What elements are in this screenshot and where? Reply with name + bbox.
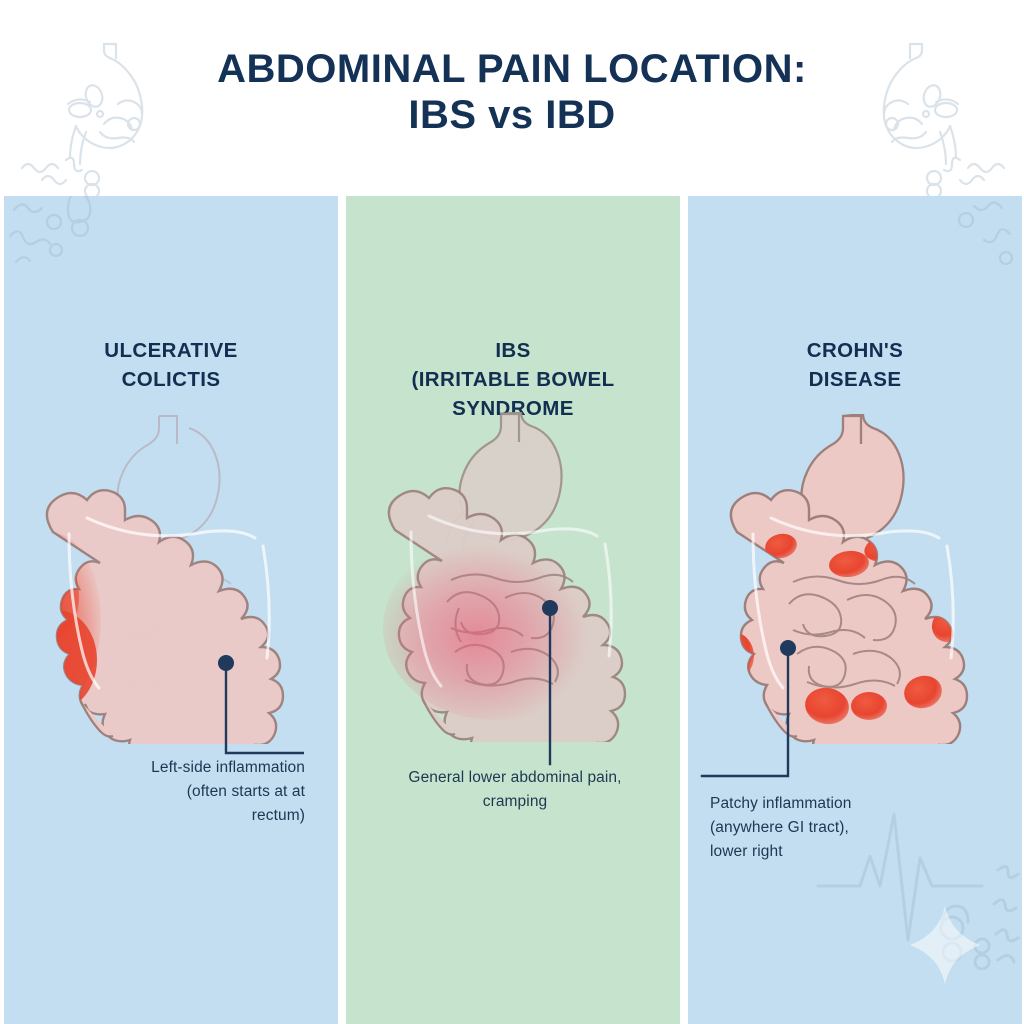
panel-title-crohns-disease: CROHN'S DISEASE [688, 336, 1022, 394]
panel-title-line-1: IBS [495, 339, 531, 362]
panel-strip: ULCERATIVE COLICTIS [0, 196, 1024, 1024]
microbe-decoration-icon [8, 196, 92, 264]
panel-ulcerative-colitis[interactable]: ULCERATIVE COLICTIS [4, 196, 338, 1024]
inflammation-region-diffuse [383, 536, 607, 720]
sparkle-decoration-icon [910, 906, 980, 984]
panel-title-line-2: (IRRITABLE BOWEL [411, 368, 615, 392]
inflammation-region-left [46, 533, 101, 710]
panel-title-line-2: DISEASE [808, 368, 902, 392]
digestive-system-diagram-ibs [383, 412, 627, 742]
page-title: ABDOMINAL PAIN LOCATION: IBS vs IBD [0, 47, 1024, 140]
caption-line-1: General lower abdominal pain, [408, 769, 622, 786]
caption-line-2: (often starts at at [186, 783, 305, 801]
digestive-system-diagram-ulcerative-colitis [45, 415, 285, 744]
caption-line-1: Patchy inflammation [710, 795, 852, 812]
digestive-system-diagram-crohns-disease [729, 414, 969, 744]
caption-ulcerative-colitis: Left-side inflammation (often starts at … [100, 756, 305, 828]
caption-line-3: rectum) [251, 807, 305, 825]
panel-title-ulcerative-colitis: ULCERATIVE COLICTIS [4, 336, 338, 394]
caption-ibs: General lower abdominal pain, cramping [376, 766, 654, 814]
title-line-1: ABDOMINAL PAIN LOCATION: [217, 47, 807, 91]
caption-line-2: cramping [482, 793, 548, 811]
panel-title-line-1: CROHN'S [806, 339, 904, 362]
panel-title-line-2: COLICTIS [121, 368, 221, 392]
microbe-decoration-right-icon [957, 201, 1014, 266]
title-line-2: IBS vs IBD [408, 93, 616, 138]
caption-line-3: lower right [710, 843, 783, 861]
caption-line-1: Left-side inflammation [151, 759, 305, 776]
panel-title-line-1: ULCERATIVE [104, 339, 238, 362]
header-band: ABDOMINAL PAIN LOCATION: IBS vs IBD [0, 0, 1024, 196]
panel-title-ibs: IBS (IRRITABLE BOWEL SYNDROME [346, 336, 680, 423]
caption-line-2: (anywhere GI tract), [710, 819, 849, 837]
panel-title-line-3: SYNDROME [452, 397, 574, 421]
caption-crohns-disease: Patchy inflammation (anywhere GI tract),… [710, 792, 925, 864]
panel-ibs[interactable]: IBS (IRRITABLE BOWEL SYNDROME [346, 196, 680, 1024]
panel-crohns-disease[interactable]: CROHN'S DISEASE [688, 196, 1022, 1024]
